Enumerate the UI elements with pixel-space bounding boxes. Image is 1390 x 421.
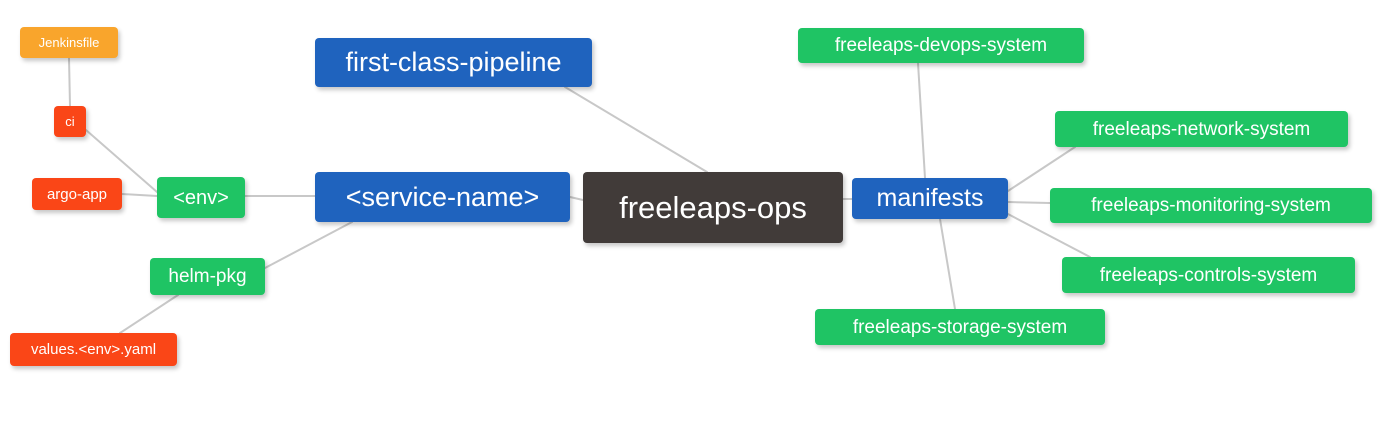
node-values-yaml[interactable]: values.<env>.yaml xyxy=(10,333,177,366)
node-ci[interactable]: ci xyxy=(54,106,86,137)
node-label-env: <env> xyxy=(173,186,229,209)
node-label-freeleaps-storage-system: freeleaps-storage-system xyxy=(852,316,1068,338)
edge-manifests-to-freeleaps-network-system xyxy=(1007,146,1076,192)
node-jenkinsfile[interactable]: Jenkinsfile xyxy=(20,27,118,58)
edge-argo-app-to-env xyxy=(121,193,158,197)
node-manifests[interactable]: manifests xyxy=(852,178,1008,219)
node-label-argo-app: argo-app xyxy=(46,185,108,203)
node-label-freeleaps-network-system: freeleaps-network-system xyxy=(1092,118,1311,140)
node-label-service-name: <service-name> xyxy=(345,181,540,212)
node-helm-pkg[interactable]: helm-pkg xyxy=(150,258,265,295)
node-label-ci: ci xyxy=(65,114,75,129)
node-label-values-yaml: values.<env>.yaml xyxy=(30,341,157,358)
node-env[interactable]: <env> xyxy=(157,177,245,218)
node-freeleaps-monitoring-system[interactable]: freeleaps-monitoring-system xyxy=(1050,188,1372,223)
edge-helm-pkg-to-service-name xyxy=(264,221,353,269)
edge-jenkinsfile-to-ci xyxy=(68,57,71,107)
edge-manifests-to-freeleaps-devops-system xyxy=(917,62,926,179)
node-label-first-class-pipeline: first-class-pipeline xyxy=(345,47,562,77)
node-label-freeleaps-ops: freeleaps-ops xyxy=(619,190,807,225)
node-freeleaps-network-system[interactable]: freeleaps-network-system xyxy=(1055,111,1348,147)
node-label-helm-pkg: helm-pkg xyxy=(168,266,247,287)
node-freeleaps-devops-system[interactable]: freeleaps-devops-system xyxy=(798,28,1084,63)
node-label-freeleaps-controls-system: freeleaps-controls-system xyxy=(1099,264,1318,286)
node-freeleaps-controls-system[interactable]: freeleaps-controls-system xyxy=(1062,257,1355,293)
edge-values-yaml-to-helm-pkg xyxy=(119,294,179,334)
node-freeleaps-storage-system[interactable]: freeleaps-storage-system xyxy=(815,309,1105,345)
edge-service-name-to-freeleaps-ops xyxy=(569,196,584,201)
node-label-freeleaps-devops-system: freeleaps-devops-system xyxy=(834,35,1048,56)
node-first-class-pipeline[interactable]: first-class-pipeline xyxy=(315,38,592,87)
edge-manifests-to-freeleaps-monitoring-system xyxy=(1007,201,1051,204)
node-label-jenkinsfile: Jenkinsfile xyxy=(38,35,100,50)
node-service-name[interactable]: <service-name> xyxy=(315,172,570,222)
node-label-freeleaps-monitoring-system: freeleaps-monitoring-system xyxy=(1091,195,1331,216)
edge-first-class-pipeline-to-freeleaps-ops xyxy=(564,86,708,173)
node-label-manifests: manifests xyxy=(876,184,984,212)
node-argo-app[interactable]: argo-app xyxy=(32,178,122,210)
edge-manifests-to-freeleaps-storage-system xyxy=(939,218,956,310)
node-freeleaps-ops[interactable]: freeleaps-ops xyxy=(583,172,843,243)
